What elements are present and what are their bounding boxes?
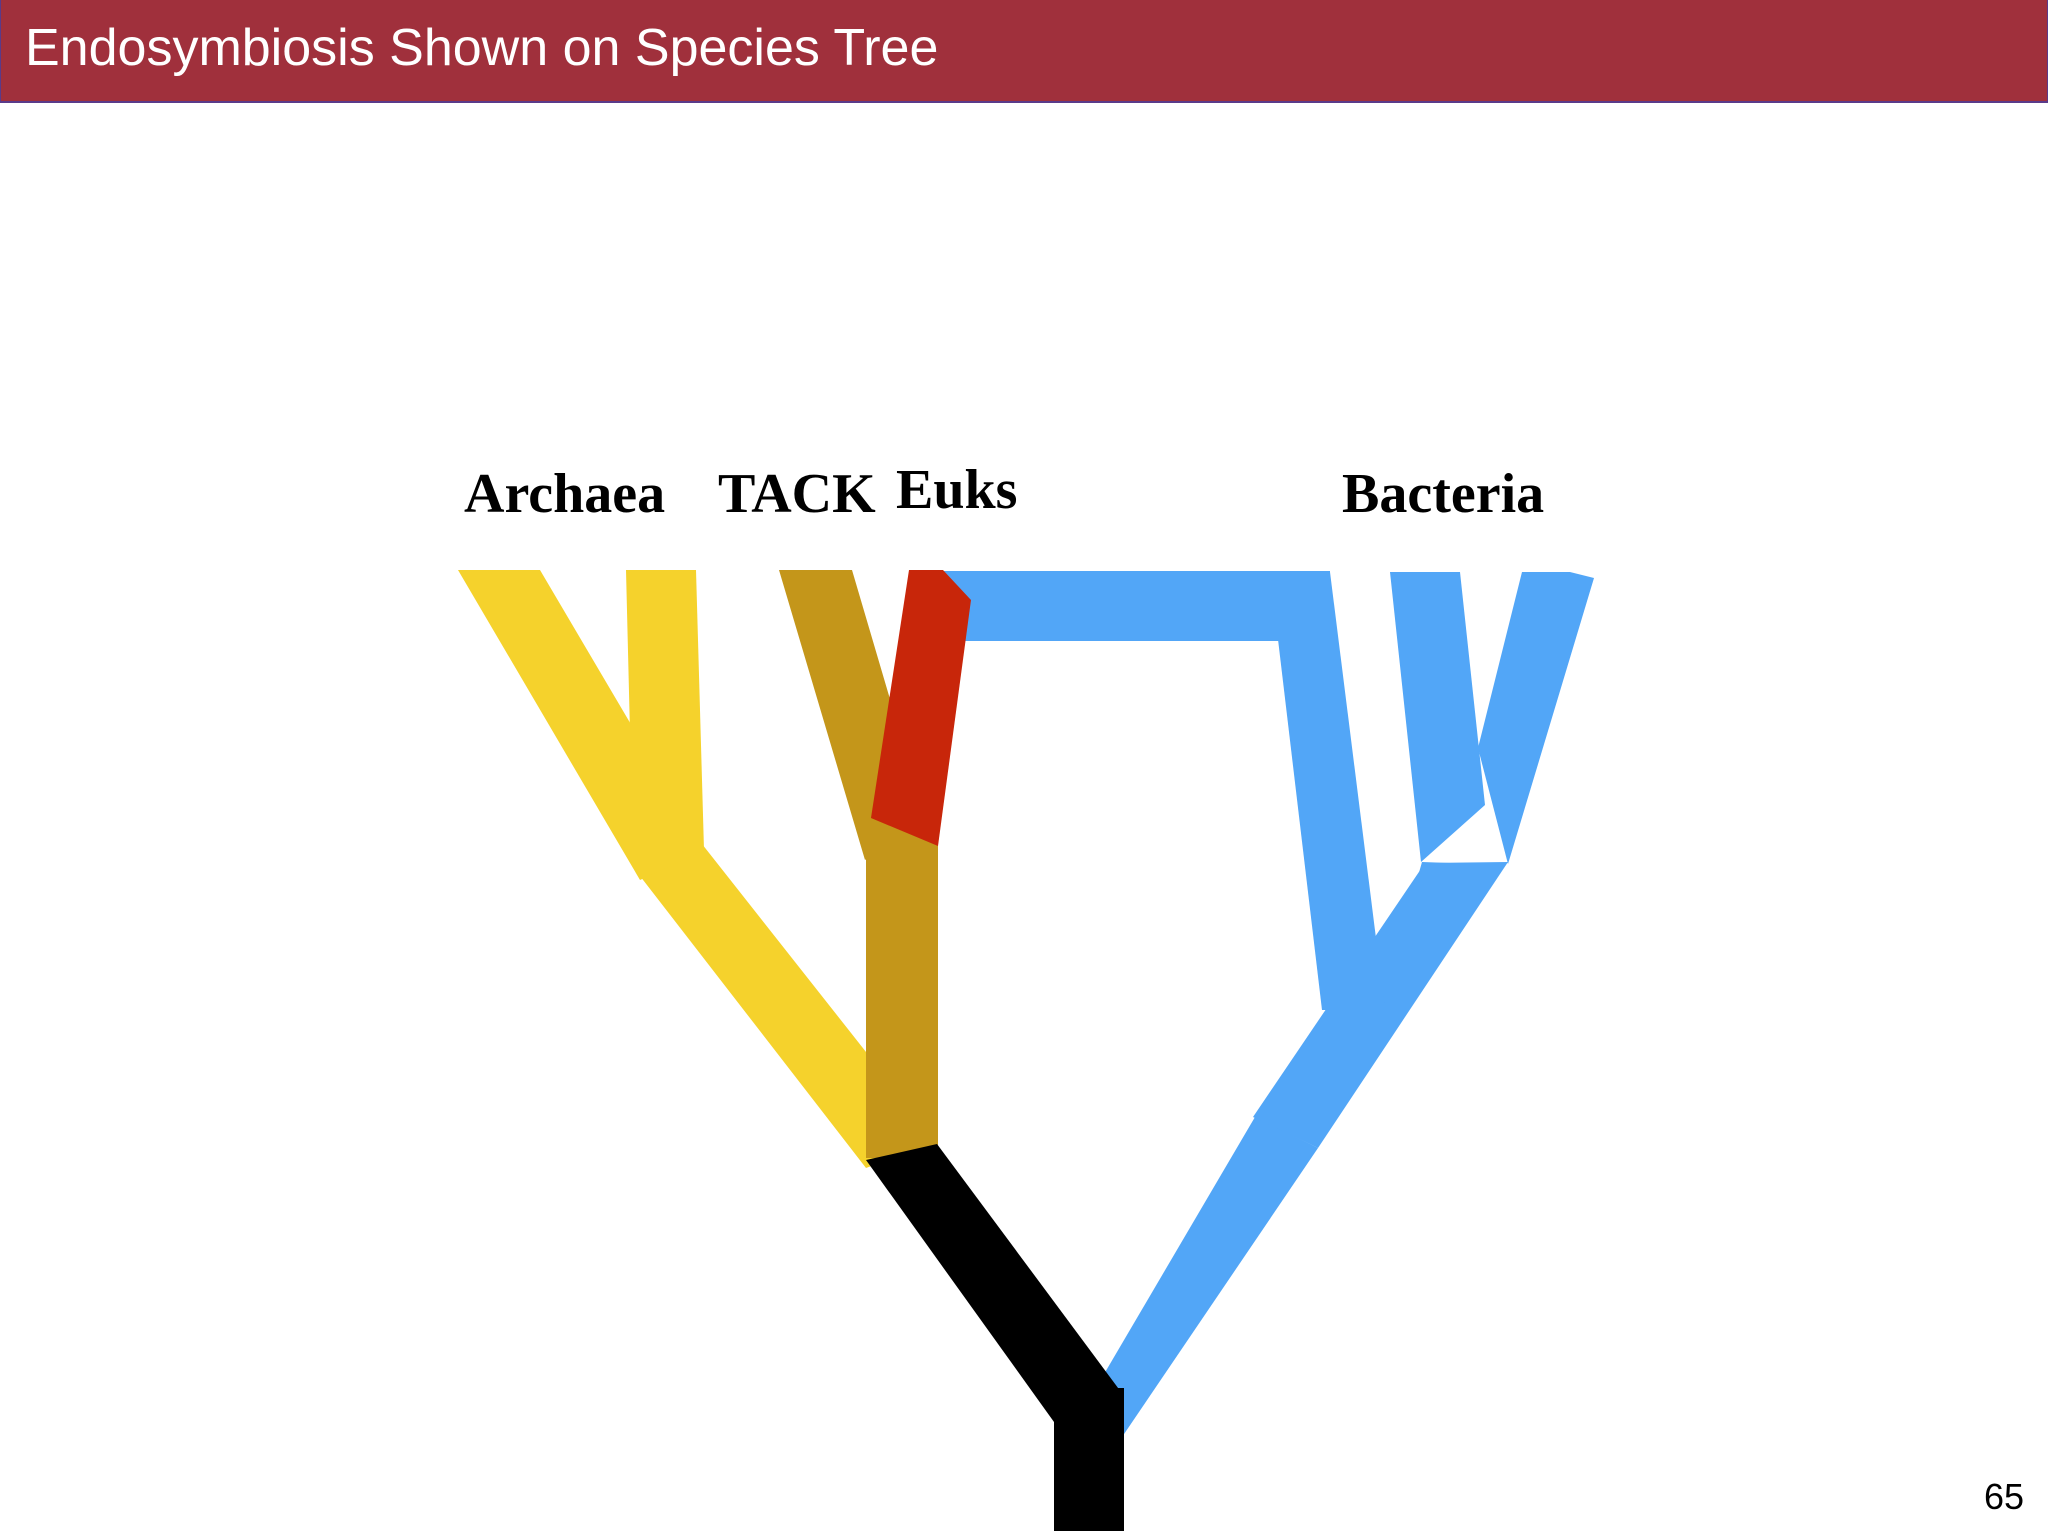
- label-bacteria: Bacteria: [1342, 463, 1545, 525]
- archaea-branches: [458, 570, 937, 1168]
- page-number: 65: [1983, 1476, 2024, 1517]
- archaea-right-branch: [626, 570, 704, 855]
- bacteria-stem-branch: [1080, 1117, 1318, 1440]
- label-euks: Euks: [896, 459, 1018, 521]
- euk-mitochondrial-transfer-branch: [943, 571, 1330, 641]
- bacteria-branches: [943, 571, 1594, 1440]
- bacteria-inner-clade-branch: [1270, 572, 1385, 1010]
- bacteria-right-stem-branch: [1380, 862, 1506, 1010]
- title-bar: Endosymbiosis Shown on Species Tree: [0, 0, 2048, 103]
- label-archaea: Archaea: [464, 463, 666, 525]
- euks-branch: [871, 570, 971, 846]
- euks-branches: [871, 570, 971, 846]
- root-branches: [866, 1144, 1124, 1531]
- archaea-stem-branch: [640, 844, 937, 1168]
- root-archaea-connector: [866, 1144, 1124, 1430]
- bacteria-right-fork-right-branch: [1478, 572, 1594, 864]
- tack-lower-branch: [866, 818, 938, 1158]
- root-trunk: [1054, 1388, 1124, 1531]
- label-tack: TACK: [718, 463, 876, 525]
- bacteria-right-fork-left-branch: [1390, 572, 1485, 862]
- slide-title: Endosymbiosis Shown on Species Tree: [25, 19, 939, 77]
